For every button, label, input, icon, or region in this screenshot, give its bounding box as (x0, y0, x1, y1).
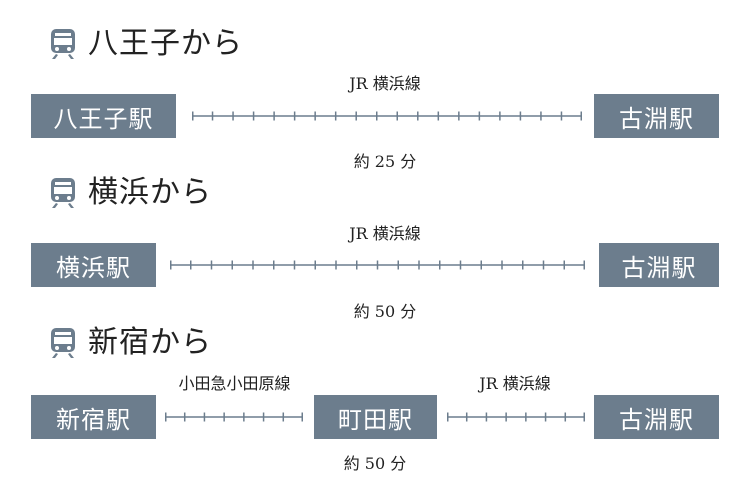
rail-line (165, 412, 303, 422)
rail-line (192, 111, 582, 121)
station-kobuchi: 古淵駅 (594, 94, 719, 138)
line-label-jr: JR 横浜線 (479, 374, 551, 393)
section-title-text: 横浜から (88, 175, 212, 210)
line-label: JR 横浜線 (349, 74, 421, 93)
travel-time: 約 50 分 (353, 302, 417, 321)
station-kobuchi: 古淵駅 (599, 243, 719, 287)
section-title-yokohama: 横浜から (50, 177, 212, 209)
station-shinjuku: 新宿駅 (31, 395, 156, 439)
station-hachioji: 八王子駅 (31, 94, 176, 138)
train-icon (51, 328, 75, 358)
train-icon (51, 29, 75, 59)
line-label-odakyu: 小田急小田原線 (178, 374, 291, 393)
line-label: JR 横浜線 (349, 224, 421, 243)
rail-line (447, 412, 585, 422)
section-title-hachioji: 八王子から (50, 28, 243, 60)
station-machida: 町田駅 (314, 395, 437, 439)
station-yokohama: 横浜駅 (31, 243, 156, 287)
section-title-text: 新宿から (88, 325, 212, 360)
travel-time: 約 50 分 (343, 454, 407, 473)
station-kobuchi: 古淵駅 (594, 395, 719, 439)
rail-line (170, 260, 585, 270)
section-title-text: 八王子から (88, 26, 243, 61)
train-icon (51, 178, 75, 208)
travel-time: 約 25 分 (353, 152, 417, 171)
section-title-shinjuku: 新宿から (50, 327, 212, 359)
